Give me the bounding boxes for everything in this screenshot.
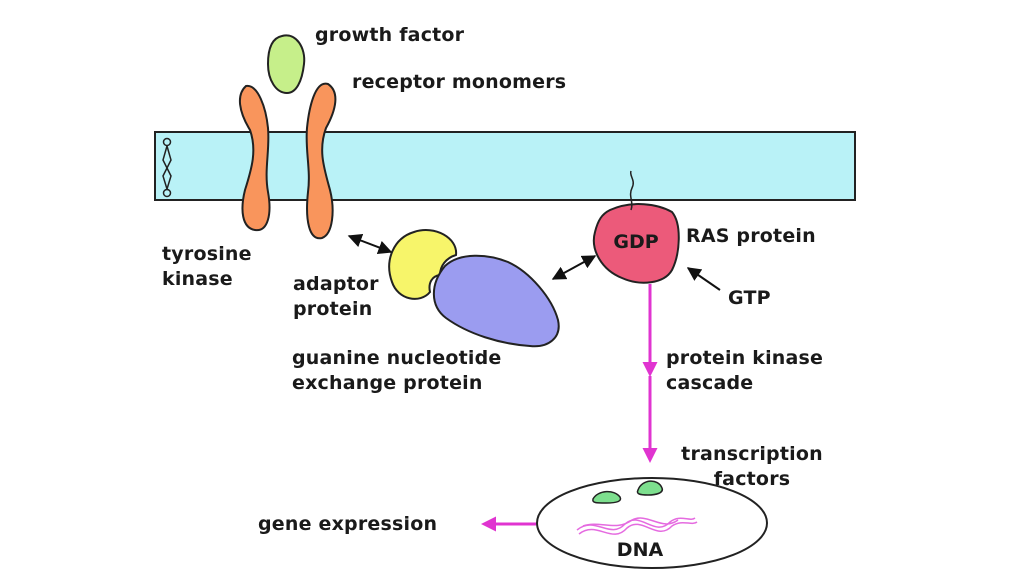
transcription-factor-left <box>592 490 622 504</box>
ras-protein-label: RAS protein <box>686 225 816 247</box>
gene-expression-label: gene expression <box>258 513 438 535</box>
receptor-monomer-left <box>238 84 271 232</box>
dna-strands <box>576 517 698 535</box>
cell-membrane <box>154 131 856 201</box>
transcription-factor-right <box>636 480 664 496</box>
membrane-anchor-squiggle <box>629 170 634 211</box>
growth-factor-label: growth factor <box>315 24 465 46</box>
growth-factor-blob <box>266 34 306 95</box>
ras-protein-blob <box>592 203 680 284</box>
transcription-factors-label: transcription factors <box>681 443 823 490</box>
gef-protein-blob <box>432 254 560 348</box>
guanine-exchange-label: guanine nucleotide exchange protein <box>292 347 502 394</box>
gtp-label: GTP <box>728 287 771 309</box>
dna-label: DNA <box>617 539 664 561</box>
receptor-monomer-right <box>305 82 337 240</box>
lipid-bilayer-symbol <box>162 137 172 198</box>
gtp-arrow <box>686 267 721 291</box>
gef-ras-arrow <box>551 255 597 280</box>
gdp-label: GDP <box>613 231 658 253</box>
tyrosine-kinase-label: tyrosine kinase <box>162 243 252 290</box>
receptor-monomers-label: receptor monomers <box>352 71 567 93</box>
adaptor-protein-label: adaptor protein <box>293 273 379 320</box>
adaptor-protein-blob <box>388 229 458 300</box>
kinase-cascade-label: protein kinase cascade <box>666 347 824 394</box>
receptor-adaptor-arrow <box>347 233 393 255</box>
